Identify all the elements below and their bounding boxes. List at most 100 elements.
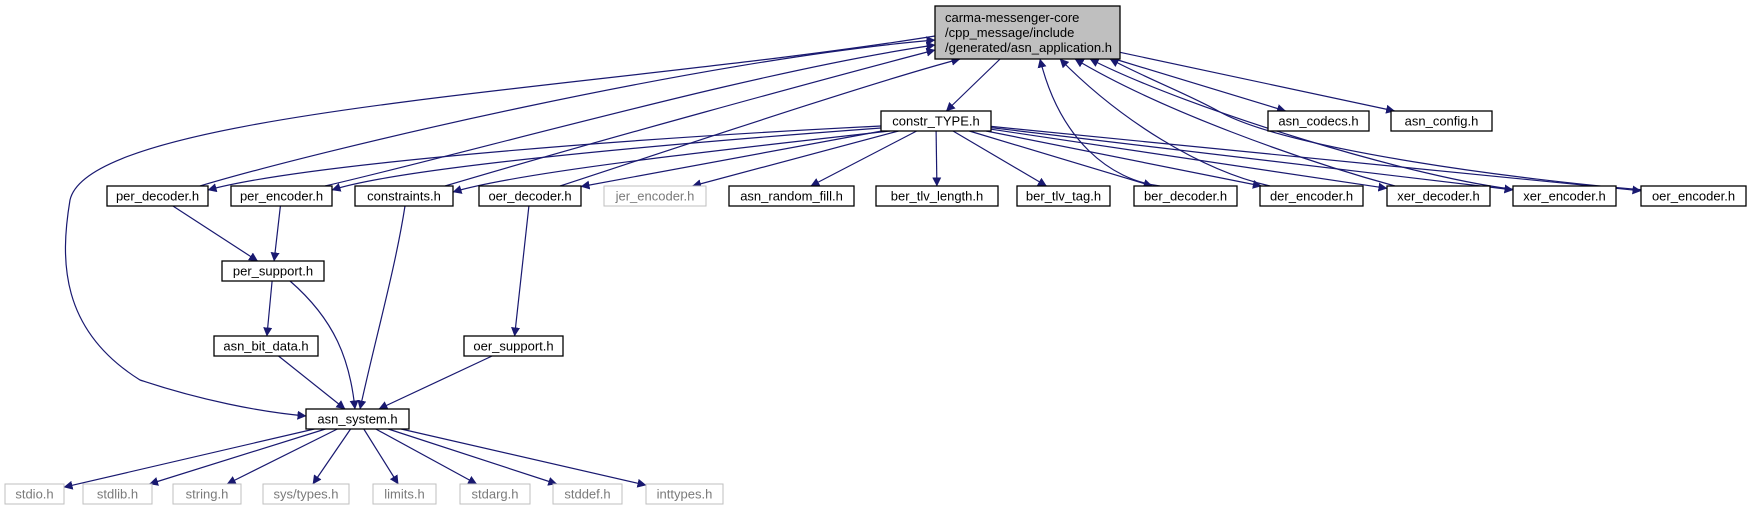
edge-per_encoder-to-root [324,41,936,187]
node-label-ber_tlv_tag: ber_tlv_tag.h [1026,189,1101,204]
node-asn_random_fill[interactable]: asn_random_fill.h [728,185,855,207]
node-label-ber_decoder: ber_decoder.h [1144,189,1227,204]
nodes-layer: carma-messenger-core/cpp_message/include… [4,5,1747,505]
edge-constr_TYPE-to-asn_random_fill [810,130,917,187]
node-label-per_support: per_support.h [233,264,313,279]
node-stdlib[interactable]: stdlib.h [82,483,153,505]
node-ber_decoder[interactable]: ber_decoder.h [1133,185,1238,207]
node-box-ber_tlv_length [875,185,999,207]
node-stdarg[interactable]: stdarg.h [459,483,531,505]
node-label-der_encoder: der_encoder.h [1270,189,1353,204]
node-per_support[interactable]: per_support.h [221,260,325,282]
node-label-root-line-2: /cpp_message/include [945,25,1074,40]
node-box-oer_decoder [478,185,582,207]
edge-constr_TYPE-to-xer_encoder [990,127,1514,194]
node-ber_tlv_length[interactable]: ber_tlv_length.h [875,185,999,207]
node-box-sys_types [262,483,350,505]
edge-asn_system-to-stdlib [149,428,326,486]
node-label-per_encoder: per_encoder.h [240,189,323,204]
node-box-inttypes [645,483,724,505]
edge-asn_system-to-inttypes [400,428,647,488]
node-label-constraints: constraints.h [367,189,441,204]
edge-asn_system-to-stdio [63,428,315,490]
edge-constr_TYPE-to-der_encoder [985,130,1262,189]
node-label-stdarg: stdarg.h [472,487,519,502]
edge-root-to-asn_codecs [1114,58,1287,113]
node-label-asn_config: asn_config.h [1405,114,1479,129]
node-label-root-line-3: /generated/asn_application.h [945,40,1112,55]
node-box-xer_encoder [1512,185,1617,207]
node-box-ber_decoder [1133,185,1238,207]
node-per_decoder[interactable]: per_decoder.h [106,185,209,207]
node-box-asn_random_fill [728,185,855,207]
node-label-xer_decoder: xer_decoder.h [1397,189,1479,204]
edge-per_encoder-to-per_support [270,205,281,262]
edge-oer_decoder-to-oer_support [511,205,530,337]
edge-ber_decoder-to-root [1037,58,1161,187]
node-box-ber_tlv_tag [1016,185,1111,207]
edge-root-to-constr_TYPE [945,58,1001,112]
node-label-limits: limits.h [384,487,424,502]
node-asn_config[interactable]: asn_config.h [1390,110,1493,132]
node-oer_encoder[interactable]: oer_encoder.h [1640,185,1747,207]
node-asn_bit_data[interactable]: asn_bit_data.h [213,335,319,357]
node-string[interactable]: string.h [172,483,242,505]
node-asn_system[interactable]: asn_system.h [305,408,410,430]
node-inttypes[interactable]: inttypes.h [645,483,724,505]
node-box-per_decoder [106,185,209,207]
node-oer_support[interactable]: oer_support.h [463,335,564,357]
edge-constr_TYPE-to-xer_decoder [990,128,1388,192]
node-label-asn_system: asn_system.h [317,412,397,427]
node-label-sys_types: sys/types.h [273,487,338,502]
node-label-string: string.h [186,487,229,502]
node-box-constraints [354,185,454,207]
edge-constr_TYPE-to-constraints [452,130,891,194]
node-label-oer_support: oer_support.h [473,339,553,354]
edge-constr_TYPE-to-oer_encoder [990,125,1642,195]
node-root[interactable]: carma-messenger-core/cpp_message/include… [934,5,1121,60]
node-box-asn_system [305,408,410,430]
node-box-per_encoder [230,185,333,207]
node-box-der_encoder [1259,185,1364,207]
node-box-limits [372,483,437,505]
edge-constr_TYPE-to-per_encoder [331,127,882,192]
node-per_encoder[interactable]: per_encoder.h [230,185,333,207]
node-label-constr_TYPE: constr_TYPE.h [892,114,979,129]
edge-oer_encoder-to-root [1109,58,1646,191]
node-stdio[interactable]: stdio.h [4,483,65,505]
node-box-asn_codecs [1267,110,1370,132]
node-constraints[interactable]: constraints.h [354,185,454,207]
node-box-stdarg [459,483,531,505]
node-box-stdlib [82,483,153,505]
node-label-xer_encoder: xer_encoder.h [1523,189,1605,204]
node-asn_codecs[interactable]: asn_codecs.h [1267,110,1370,132]
node-box-asn_bit_data [213,335,319,357]
node-ber_tlv_tag[interactable]: ber_tlv_tag.h [1016,185,1111,207]
node-box-per_support [221,260,325,282]
node-label-asn_random_fill: asn_random_fill.h [740,189,843,204]
node-stddef[interactable]: stddef.h [552,483,623,505]
edge-oer_decoder-to-root [559,56,961,187]
edge-constr_TYPE-to-oer_decoder [580,130,883,190]
edge-constr_TYPE-to-per_decoder [207,125,882,193]
node-xer_encoder[interactable]: xer_encoder.h [1512,185,1617,207]
node-constr_TYPE[interactable]: constr_TYPE.h [880,110,992,132]
edge-asn_system-to-limits [363,428,399,485]
edge-asn_system-to-sys_types [312,428,352,485]
node-oer_decoder[interactable]: oer_decoder.h [478,185,582,207]
edges-layer [63,35,1646,490]
node-label-ber_tlv_length: ber_tlv_length.h [891,189,984,204]
node-box-oer_support [463,335,564,357]
node-label-root-line-1: carma-messenger-core [945,10,1079,25]
node-xer_decoder[interactable]: xer_decoder.h [1386,185,1491,207]
node-box-string [172,483,242,505]
edge-constraints-to-asn_system [357,205,406,410]
node-limits[interactable]: limits.h [372,483,437,505]
edge-constr_TYPE-to-ber_tlv_tag [952,130,1047,187]
node-jer_encoder[interactable]: jer_encoder.h [603,185,707,207]
node-label-jer_encoder: jer_encoder.h [615,189,695,204]
node-label-oer_decoder: oer_decoder.h [488,189,571,204]
node-der_encoder[interactable]: der_encoder.h [1259,185,1364,207]
node-sys_types[interactable]: sys/types.h [262,483,350,505]
